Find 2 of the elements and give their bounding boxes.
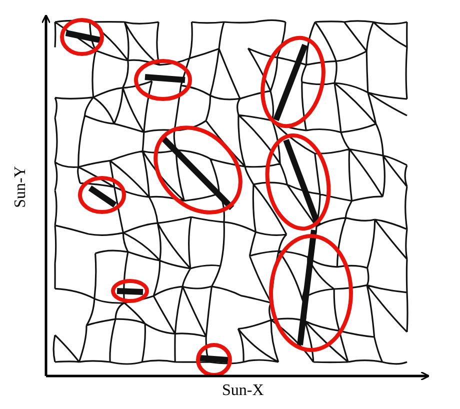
axis-label: Sun-Y xyxy=(12,166,30,208)
axis-label: Sun-X xyxy=(222,382,264,400)
